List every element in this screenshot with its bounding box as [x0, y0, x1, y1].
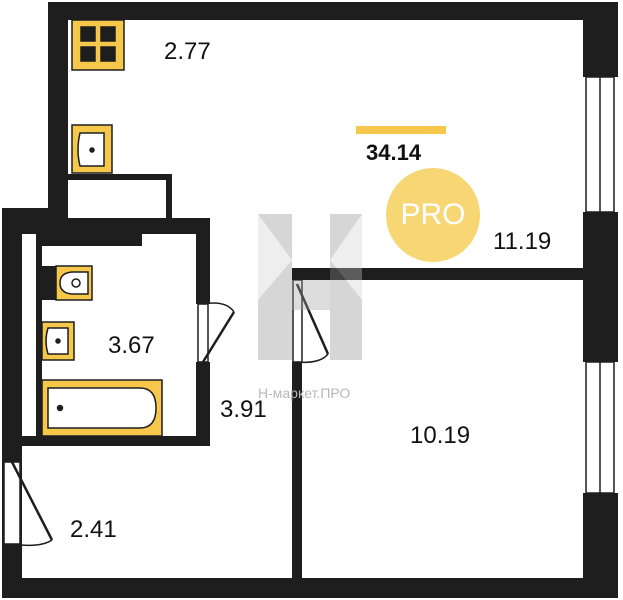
total-area: 34.14	[366, 140, 422, 165]
wall-bedroom-top	[292, 268, 583, 280]
stove-icon	[71, 19, 125, 71]
wall-bathroom-inner-top	[36, 234, 142, 246]
door-bathroom	[197, 302, 236, 363]
door-bedroom	[292, 279, 330, 364]
doors	[3, 279, 330, 547]
wall-bathroom-right-top	[196, 218, 210, 304]
wall-right-mid	[583, 212, 618, 362]
wall-bottom	[2, 578, 618, 598]
bathtub-icon	[41, 379, 163, 437]
wall-bathroom-bottom	[22, 436, 210, 446]
wall-bathroom-inner-vert	[136, 234, 142, 246]
wall-bathroom-left-inner	[36, 246, 42, 436]
wall-bathroom-top	[22, 218, 210, 234]
kitchen-sink-icon	[71, 124, 113, 174]
toilet-icon	[55, 265, 93, 301]
wall-bedroom-left-top	[292, 268, 302, 280]
wall-entrance-stub	[2, 446, 22, 462]
room-area-entrance: 2.41	[70, 516, 117, 543]
fixtures	[41, 19, 163, 437]
wall-top	[48, 2, 618, 20]
wall-left-upper	[48, 2, 68, 222]
room-area-hall: 3.91	[220, 396, 267, 423]
room-area-kitchen: 2.77	[164, 38, 211, 65]
watermark-text: Н-маркет.ПРО	[258, 385, 351, 401]
total-accent-bar	[356, 126, 446, 134]
room-area-bedroom: 10.19	[410, 422, 471, 449]
bathroom-sink-icon	[41, 321, 75, 361]
wall-bathroom-left-black	[36, 266, 56, 300]
wall-kitchen-shelf-top	[68, 174, 172, 180]
room-area-living: 11.19	[493, 228, 552, 255]
windows	[585, 76, 615, 494]
watermark-logo-icon	[258, 214, 362, 360]
room-area-bathroom: 3.67	[108, 332, 155, 359]
wall-bathroom-right-bottom	[196, 362, 210, 446]
wall-right-top	[583, 2, 618, 77]
door-entrance	[3, 461, 54, 547]
pro-badge: PRO	[386, 168, 480, 262]
wall-bedroom-left	[292, 362, 302, 578]
wall-right-bottom	[583, 493, 618, 598]
wall-kitchen-shelf-right	[166, 174, 172, 222]
